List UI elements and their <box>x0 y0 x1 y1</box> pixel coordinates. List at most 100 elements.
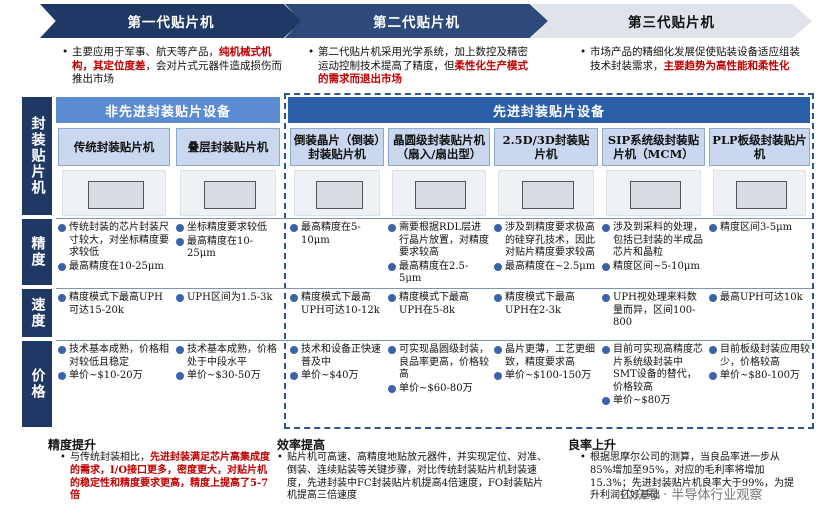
bullet-item: 单价~$80万 <box>602 395 705 408</box>
bullet-item: 单价~$30-50万 <box>176 370 280 383</box>
gen1-label: 第一代贴片机 <box>127 15 215 31</box>
machine-image-5 <box>606 170 701 216</box>
bullet-item: 最高精度在5-10μm <box>290 222 384 247</box>
bullet-item: 单价~$10-20万 <box>58 370 170 383</box>
bullet-item: 需要根据RDL层进行晶片放置，对精度要求较高 <box>388 222 490 260</box>
bullet-item: 精度模式下最高UPH可达10-12k <box>290 292 384 317</box>
bullet-item: 可实现晶圆级封装，良品率更高，价格较高 <box>388 344 490 382</box>
machine-body-shape <box>203 181 256 209</box>
group-header-advanced: 先进封装贴片设备 <box>288 97 810 123</box>
row-label-precision: 精度 <box>22 219 52 285</box>
bullet-item: UPH视处理来料数量而异，区间100-800 <box>602 292 705 330</box>
gen3-arrow: 第三代贴片机 <box>531 4 812 38</box>
bullet-item: 最高精度在2.5-5μm <box>388 261 490 286</box>
bullet-item: 精度模式下最高UPH在2-3k <box>494 292 598 317</box>
machine-image-1 <box>180 170 276 216</box>
bullet-item: 技术基本成熟，价格相对较低且稳定 <box>58 344 170 369</box>
bullet-item: 最高UPH可达10k <box>709 292 810 305</box>
gen3-desc: 市场产品的精细化发展促使贴装设备适应组装技术封装需求，主要趋势为高性能和柔性化 <box>580 46 802 73</box>
cell-price-0: 技术基本成熟，价格相对较低且稳定单价~$10-20万 <box>58 344 170 428</box>
cell-speed-0: 精度模式下最高UPH可达15-20k <box>58 292 170 338</box>
machine-image-2 <box>294 170 380 216</box>
machine-name-5: SIP系统级封装贴片机（MCM） <box>602 128 705 166</box>
bullet-item: 单价~$60-80万 <box>388 383 490 396</box>
gen2-label: 第二代贴片机 <box>373 15 460 31</box>
cell-speed-2: 精度模式下最高UPH可达10-12k <box>290 292 384 338</box>
cell-price-6: 目前板级封装应用较少，价格较高单价~$80-100万 <box>709 344 810 428</box>
cell-speed-5: UPH视处理来料数量而异，区间100-800 <box>602 292 705 338</box>
machine-body-shape <box>629 181 682 209</box>
machine-name-3: 晶圆级封装贴片机（扇入/扇出型） <box>388 128 490 166</box>
bullet-item: 坐标精度要求较低 <box>176 222 280 235</box>
cell-speed-1: UPH区间为1.5-3k <box>176 292 280 338</box>
cell-price-3: 可实现晶圆级封装，良品率更高，价格较高单价~$60-80万 <box>388 344 490 428</box>
cell-price-4: 晶片更薄，工艺更细致，精度要求高单价~$100-150万 <box>494 344 598 428</box>
group-header-non-advanced: 非先进封装贴片设备 <box>56 97 280 123</box>
machine-name-4: 2.5D/3D封装贴片机 <box>494 128 598 166</box>
bottom-text-precision: 与传统封装相比，先进封装满足芯片高集成度的需求，I/O接口更多，密度更大，对贴片… <box>60 452 270 503</box>
cell-price-2: 技术和设备正快速普及中单价~$40万 <box>290 344 384 428</box>
bullet-item: 单价~$80-100万 <box>709 370 810 383</box>
machine-image-4 <box>498 170 594 216</box>
bullet-item: 涉及到采料的处理，包括已封装的半成品芯片和晶粒 <box>602 222 705 260</box>
row-divider <box>56 218 812 219</box>
side-label: 封装贴片机 <box>22 97 52 215</box>
cell-precision-3: 需要根据RDL层进行晶片放置，对精度要求较高最高精度在2.5-5μm <box>388 222 490 286</box>
bullet-item: 精度模式下最高UPH在5-8k <box>388 292 490 317</box>
row-divider <box>56 288 812 289</box>
cell-precision-0: 传统封装的芯片封装尺寸较大，对坐标精度要求较低最高精度在10-25μm <box>58 222 170 286</box>
bullet-item: 技术和设备正快速普及中 <box>290 344 384 369</box>
cell-precision-2: 最高精度在5-10μm <box>290 222 384 286</box>
machine-name-2: 倒装晶片（倒装）封装贴片机 <box>290 128 384 166</box>
cell-precision-4: 涉及到精度要求极高的硅穿孔技术，因此对贴片精度要求较高最高精度在~2.5μm <box>494 222 598 286</box>
advanced-dashed-frame <box>284 93 814 429</box>
bullet-item: 传统封装的芯片封装尺寸较大，对坐标精度要求较低 <box>58 222 170 260</box>
machine-name-0: 传统封装贴片机 <box>58 128 170 166</box>
machine-body-shape <box>315 181 363 209</box>
machine-image-0 <box>62 170 166 216</box>
bottom-text-efficiency: 贴片机可高速、高精度地贴放元器件，并实现定位、对准、倒装、连续贴装等关键步骤，对… <box>277 452 552 503</box>
bullet-item: 精度模式下最高UPH可达15-20k <box>58 292 170 317</box>
gen1-desc: 主要应用于军事、航天等产品，纯机械式机构，其定位度差，会对片式元器件造成损伤而推… <box>62 46 282 87</box>
machine-body-shape <box>87 181 144 209</box>
bullet-item: 晶片更薄，工艺更细致，精度要求高 <box>494 344 598 369</box>
bullet-item: 单价~$100-150万 <box>494 370 598 383</box>
bottom-text-yield: 根据思摩尔公司的测算，当良品率进一步从85%增加至95%，对应的毛利率将增加15… <box>580 452 802 503</box>
row-label-speed: 速度 <box>22 289 52 337</box>
bullet-item: 单价~$40万 <box>290 370 384 383</box>
gen2-desc: 第二代贴片机采用光学系统，加上数控及精密运动控制技术提高了精度，但柔性化生产模式… <box>308 46 533 87</box>
gen3-label: 第三代贴片机 <box>628 15 715 31</box>
machine-body-shape <box>415 181 467 209</box>
machine-body-shape <box>521 181 574 209</box>
machine-name-1: 叠层封装贴片机 <box>176 128 280 166</box>
gen2-arrow: 第二代贴片机 <box>285 4 548 38</box>
cell-speed-6: 最高UPH可达10k <box>709 292 810 338</box>
bullet-item: 最高精度在10-25μm <box>58 261 170 274</box>
bullet-item: 最高精度在10-25μm <box>176 236 280 261</box>
machine-body-shape <box>736 181 787 209</box>
bullet-item: 目前可实现高精度芯片系统级封装中SMT设备的替代，价格较高 <box>602 344 705 394</box>
machine-name-6: PLP板级封装贴片机 <box>709 128 810 166</box>
bullet-item: 涉及到精度要求极高的硅穿孔技术，因此对贴片精度要求较高 <box>494 222 598 260</box>
bottom-title-yield: 良率上升 <box>568 438 617 452</box>
bottom-title-efficiency: 效率提高 <box>277 438 326 452</box>
machine-image-6 <box>713 170 806 216</box>
row-label-price: 价格 <box>22 341 52 427</box>
gen1-arrow: 第一代贴片机 <box>40 4 302 38</box>
cell-price-1: 技术基本成熟，价格处于中段水平单价~$30-50万 <box>176 344 280 428</box>
watermark-text: 公众号 · 半导体行业观察 <box>620 488 763 503</box>
bullet-item: UPH区间为1.5-3k <box>176 292 280 305</box>
row-divider <box>56 340 812 341</box>
bullet-item: 目前板级封装应用较少，价格较高 <box>709 344 810 369</box>
cell-precision-6: 精度区间3-5μm <box>709 222 810 286</box>
cell-precision-1: 坐标精度要求较低最高精度在10-25μm <box>176 222 280 286</box>
bullet-item: 精度区间3-5μm <box>709 222 810 235</box>
machine-image-3 <box>392 170 486 216</box>
bullet-item: 最高精度在~2.5μm <box>494 261 598 274</box>
bullet-item: 精度区间~5-10μm <box>602 261 705 274</box>
cell-speed-3: 精度模式下最高UPH在5-8k <box>388 292 490 338</box>
bullet-item: 技术基本成熟，价格处于中段水平 <box>176 344 280 369</box>
cell-speed-4: 精度模式下最高UPH在2-3k <box>494 292 598 338</box>
cell-precision-5: 涉及到采料的处理，包括已封装的半成品芯片和晶粒精度区间~5-10μm <box>602 222 705 286</box>
bottom-title-precision: 精度提升 <box>48 438 97 452</box>
